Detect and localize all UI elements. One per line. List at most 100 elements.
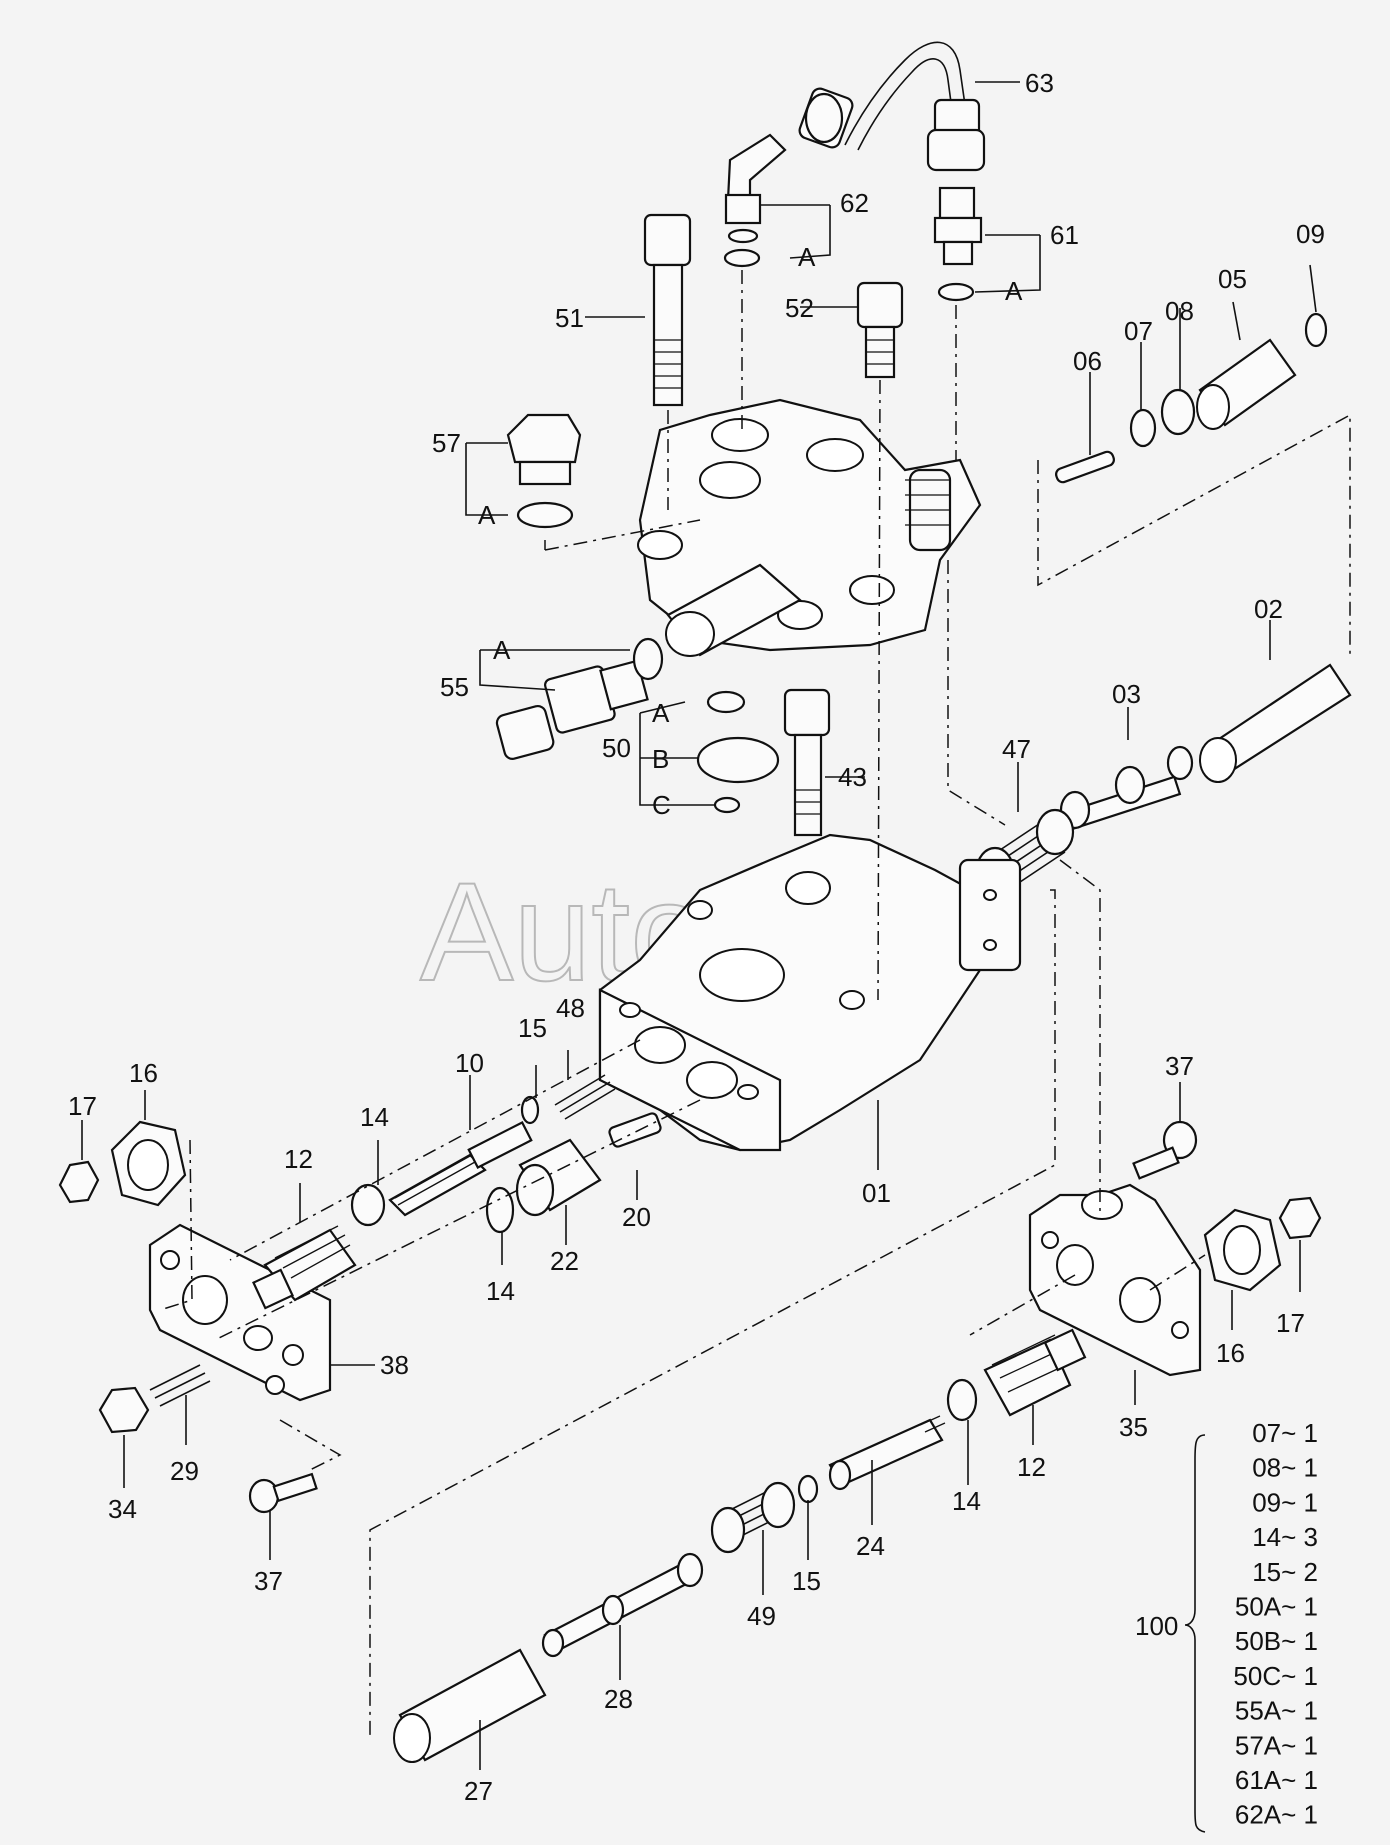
plug-12-right xyxy=(983,1328,1087,1417)
nut-16-right xyxy=(1203,1208,1282,1292)
seal-50c xyxy=(713,796,741,814)
callout-08: 08 xyxy=(1165,296,1194,326)
o-ring-62a xyxy=(723,248,761,268)
cover-35 xyxy=(1028,1183,1202,1377)
spool-03 xyxy=(1058,745,1194,833)
kit-item: 55A~ 1 xyxy=(1235,1696,1318,1726)
callout-43: 43 xyxy=(838,762,867,792)
o-ring-57a xyxy=(516,501,574,529)
callout-07: 07 xyxy=(1124,316,1153,346)
seal-50a xyxy=(706,690,746,714)
cover-38 xyxy=(148,1223,332,1402)
nut-17-right xyxy=(1278,1196,1322,1240)
callout-63: 63 xyxy=(1025,68,1054,98)
callout-17-left: 17 xyxy=(68,1091,97,1121)
leader-lines xyxy=(81,81,1317,1833)
callout-47: 47 xyxy=(1002,734,1031,764)
kit-item: 62A~ 1 xyxy=(1235,1800,1318,1830)
callout-labels: 63 62 61 09 05 08 07 06 51 52 57 55 50 4… xyxy=(68,68,1325,1806)
callout-06: 06 xyxy=(1073,346,1102,376)
sensor-55 xyxy=(495,659,649,760)
callout-48: 48 xyxy=(556,993,585,1023)
callout-05: 05 xyxy=(1218,264,1247,294)
callout-20: 20 xyxy=(622,1202,651,1232)
callout-03: 03 xyxy=(1112,679,1141,709)
kit-item: 61A~ 1 xyxy=(1235,1765,1318,1795)
o-ring-14-left xyxy=(350,1183,386,1227)
callout-34: 34 xyxy=(108,1494,137,1524)
callout-38: 38 xyxy=(380,1350,409,1380)
kit-item: 50A~ 1 xyxy=(1235,1592,1318,1622)
kit-item: 08~ 1 xyxy=(1252,1453,1318,1483)
piston-22 xyxy=(515,1138,602,1217)
pipe-63 xyxy=(798,41,986,172)
pin-20 xyxy=(608,1112,662,1148)
o-ring-55a xyxy=(632,637,664,681)
callout-51: 51 xyxy=(555,303,584,333)
callout-15-left: 15 xyxy=(518,1013,547,1043)
o-ring-15 xyxy=(520,1095,540,1125)
nut-17-left xyxy=(58,1160,100,1204)
callout-62: 62 xyxy=(840,188,869,218)
callout-57: 57 xyxy=(432,428,461,458)
callout-12-left: 12 xyxy=(284,1144,313,1174)
straight-fitting-61 xyxy=(933,186,983,266)
seal-50b xyxy=(696,736,780,784)
callout-10: 10 xyxy=(455,1048,484,1078)
sleeve-02 xyxy=(1199,663,1352,783)
callout-49: 49 xyxy=(747,1601,776,1631)
spool-05 xyxy=(1196,338,1297,430)
o-ring-09 xyxy=(1304,312,1328,348)
o-ring-15-right xyxy=(797,1474,819,1504)
kit-item: 09~ 1 xyxy=(1252,1487,1318,1517)
bolt-37-right xyxy=(1132,1120,1198,1180)
callout-37-right: 37 xyxy=(1165,1051,1194,1081)
kit-item: 50C~ 1 xyxy=(1233,1661,1318,1691)
callout-14-left: 14 xyxy=(360,1102,389,1132)
alignment-lines xyxy=(159,270,1351,1740)
callout-61: 61 xyxy=(1050,220,1079,250)
seal-letter-55a: A xyxy=(493,635,511,665)
callout-12-right: 12 xyxy=(1017,1452,1046,1482)
bolt-37-left xyxy=(248,1472,318,1514)
callout-27: 27 xyxy=(464,1776,493,1806)
spool-24 xyxy=(828,1415,946,1491)
bolt-52 xyxy=(856,281,904,379)
valve-body-01 xyxy=(598,833,1022,1152)
callout-55: 55 xyxy=(440,672,469,702)
spring-48 xyxy=(554,1074,616,1120)
washer-08 xyxy=(1160,388,1196,436)
o-ring-14-mid xyxy=(485,1186,515,1234)
bolt-43 xyxy=(783,688,831,837)
callout-22: 22 xyxy=(550,1246,579,1276)
elbow-fitting-62 xyxy=(724,133,787,244)
plug-57 xyxy=(506,413,582,486)
callout-16-left: 16 xyxy=(129,1058,158,1088)
seal-letter-57a: A xyxy=(478,500,496,530)
spring-49 xyxy=(710,1481,796,1554)
callout-09: 09 xyxy=(1296,219,1325,249)
spring-29 xyxy=(149,1364,211,1407)
callout-50: 50 xyxy=(602,733,631,763)
nut-16-left xyxy=(110,1120,187,1207)
o-ring-61a xyxy=(937,282,975,302)
spool-28 xyxy=(541,1552,704,1658)
seal-letters: A A A A A B C xyxy=(478,242,1023,820)
callout-15-right: 15 xyxy=(792,1566,821,1596)
kit-item: 50B~ 1 xyxy=(1235,1626,1318,1656)
callout-24: 24 xyxy=(856,1531,885,1561)
o-ring-14-right xyxy=(946,1378,978,1422)
callout-35: 35 xyxy=(1119,1412,1148,1442)
callout-37-left: 37 xyxy=(254,1566,283,1596)
sleeve-27 xyxy=(393,1648,547,1763)
kit-item: 57A~ 1 xyxy=(1235,1730,1318,1760)
callout-14-mid: 14 xyxy=(486,1276,515,1306)
nut-34 xyxy=(98,1386,150,1434)
seal-letter-61a: A xyxy=(1005,276,1023,306)
seal-letter-62a: A xyxy=(798,242,816,272)
seal-letter-50b: B xyxy=(652,744,669,774)
callout-02: 02 xyxy=(1254,594,1283,624)
kit-item: 07~ 1 xyxy=(1252,1418,1318,1448)
pin-06 xyxy=(1055,450,1115,484)
